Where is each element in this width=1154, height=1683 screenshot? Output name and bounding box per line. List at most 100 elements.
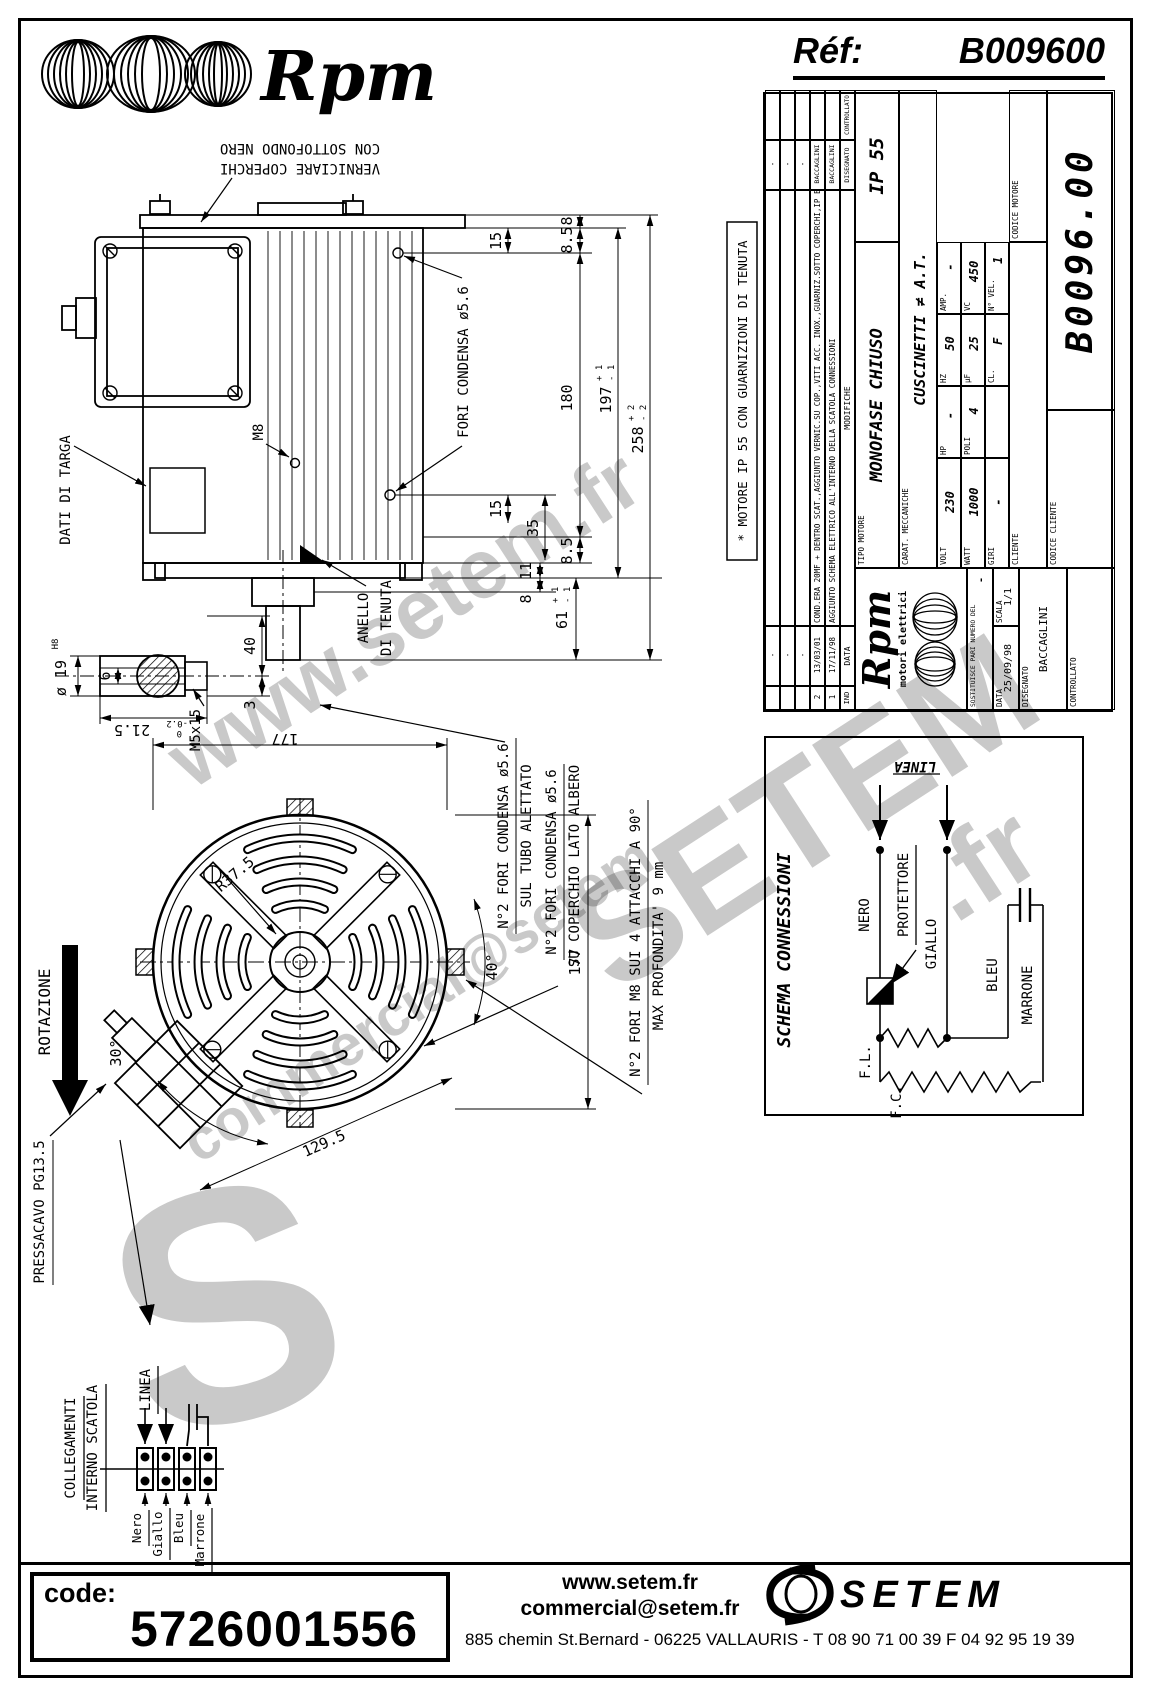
wire-nero-label: Nero [129, 1513, 144, 1543]
tb-ip-cell: IP 55 [855, 90, 899, 242]
terminal-box-screws [102, 243, 243, 401]
terminal-screws [140, 1452, 213, 1486]
setem-logo-text: SETEM [840, 1574, 1006, 1616]
tipo-label: TIPO MOTORE [857, 515, 866, 565]
dim-129-5: 129.5 [300, 1126, 349, 1161]
dim-258: 258 + 2 - 2 [627, 405, 649, 454]
rev-header-modifiche: MODIFICHE [840, 190, 855, 626]
dim-15-bot: 15 [487, 500, 505, 518]
rpm-logo: Rpm [41, 35, 437, 117]
rev-drawn: BACCAGLINI [825, 140, 840, 190]
nvel-label: N° VEL. [987, 279, 996, 311]
ref-value: B009600 [958, 30, 1105, 71]
note2-line2: SU COPERCHIO LATO ALBERO [567, 765, 583, 967]
tb-disegnato-cell: DISEGNATO BACCAGLINI [1019, 568, 1067, 710]
hp-label: HP [939, 445, 948, 455]
dim-85-bot: 8.5 [558, 537, 576, 564]
rev-drawn: BACCAGLINI [810, 140, 825, 190]
code-value: 5726001556 [129, 1601, 419, 1657]
tap-label: M5x15 [188, 709, 204, 751]
ip55-note: * MOTORE IP 55 CON GUARNIZIONI DI TENUTA [726, 221, 758, 561]
schema-giallo: GIALLO [924, 919, 940, 970]
rev-header-disegnato: DISEGNATO [840, 140, 855, 190]
watt-label: WATT [963, 546, 972, 565]
schema-fc: F.C. [889, 1085, 905, 1119]
rpm-logo-text: Rpm [259, 37, 437, 117]
dim-35: 35 [524, 519, 542, 537]
dim-11: 11 [517, 562, 535, 580]
reference-title: Réf: B009600 [793, 30, 1105, 80]
tb-codice-motore-cell: CODICE MOTORE [1009, 90, 1047, 242]
key-width: 6 [96, 671, 114, 680]
poli-label: POLI [963, 436, 972, 455]
tb-coils-icon [912, 592, 958, 687]
controllato-label: CONTROLLATO [1069, 657, 1078, 707]
seal-label-line2: DI TENUTA [379, 580, 395, 656]
m8-label: M8 [251, 424, 267, 441]
dim-8-top: 8 [558, 216, 576, 225]
tb-logo-subtext: motori elettrici [898, 590, 909, 688]
schema-nero: NERO [857, 898, 873, 932]
footer-address: 885 chemin St.Bernard - 06225 VALLAURIS … [465, 1630, 1075, 1649]
radius-r37-5: R37.5 [212, 853, 258, 896]
dim-8-bot: 8 [517, 594, 535, 603]
rev-drawn: - [765, 140, 780, 190]
motor-fins [267, 231, 413, 560]
schema-marrone: MARRONE [1020, 965, 1036, 1024]
angle-30: 30° [107, 1039, 125, 1066]
disegnato-label: DISEGNATO [1021, 666, 1030, 707]
tb-cliente-cell: CLIENTE [1009, 242, 1047, 568]
rpm-coils-icon [41, 35, 252, 113]
rev-header-ind: IND [840, 686, 855, 710]
tb-vc-cell: VC 450 [961, 242, 985, 314]
amp-label: AMP. [939, 292, 948, 311]
footer-email-link[interactable]: commercial@setem.fr [520, 1597, 740, 1620]
mounting-tabs [135, 798, 465, 1128]
dim-197: 197 + 1 - 1 [595, 365, 617, 414]
seal-label-line1: ANELLO [356, 593, 372, 644]
collegamenti-title1: COLLEGAMENTI [63, 1397, 79, 1498]
shaft-dia: ø 19 [52, 660, 70, 696]
rev-date: 17/11/98 [825, 626, 840, 686]
rev-row: - [765, 626, 780, 686]
tb-tipo-cell: TIPO MOTORE MONOFASE CHIUSO [855, 242, 899, 568]
pressacavo-label: PRESSACAVO PG13.5 [32, 1140, 48, 1283]
nameplate-label: DATI DI TARGA [58, 435, 74, 545]
tb-sostituisce-cell: SOSTITUISCE PARI NUMERO DEL - [967, 568, 993, 710]
note1-line2: SUL TUBO ALETTATO [519, 764, 535, 907]
codice-motore-label: CODICE MOTORE [1011, 180, 1020, 239]
angle-40: 40° [483, 953, 501, 980]
shaft-length-tol0: 0 [177, 728, 182, 738]
dim-177-right: 177 [566, 948, 584, 975]
rev-drawn: - [795, 140, 810, 190]
schema-protettore: PROTETTORE [896, 853, 912, 937]
cliente-label: CLIENTE [1011, 533, 1020, 565]
scala-value: 1/1 [1003, 587, 1014, 607]
cl-label: CL. [987, 369, 996, 383]
shaft-length-dim: 21.5 0 -0.2 [114, 718, 188, 739]
dim-197-tol-minus: - 1 [607, 365, 617, 381]
schema-fl: F.L. [858, 1045, 874, 1079]
tipo-value: MONOFASE CHIUSO [867, 328, 887, 482]
dim-197-value: 197 [597, 386, 615, 413]
motor-side-view: VERNICIARE COPERCHI CON SOTTOFONDO NERO … [58, 140, 662, 672]
tb-scala-cell: SCALA 1/1 [993, 568, 1019, 626]
rev-header-controllato: CONTROLLATO [840, 90, 855, 140]
tb-uf-cell: µF 25 [961, 314, 985, 386]
dim-197-tol-plus: + 1 [595, 365, 605, 381]
rev-row: - [780, 626, 795, 686]
dim-258-tol-minus: - 2 [639, 405, 649, 421]
paint-note-line1: VERNICIARE COPERCHI [220, 160, 380, 176]
tb-hp-cell: HP - [937, 386, 961, 458]
paint-note: VERNICIARE COPERCHI CON SOTTOFONDO NERO [220, 140, 380, 176]
schema-wires [866, 850, 1044, 1094]
shaft-dia-tol: H8 [51, 639, 61, 650]
ref-label: Réf: [793, 30, 863, 71]
footer-site-link[interactable]: www.setem.fr [562, 1571, 698, 1594]
wire-marrone-label: Marrone [192, 1514, 207, 1567]
tb-amp-cell: AMP. - [937, 242, 961, 314]
rev-row: - [795, 626, 810, 686]
rev-date: 13/03/01 [810, 626, 825, 686]
tb-logo-text: Rpm [855, 589, 899, 689]
